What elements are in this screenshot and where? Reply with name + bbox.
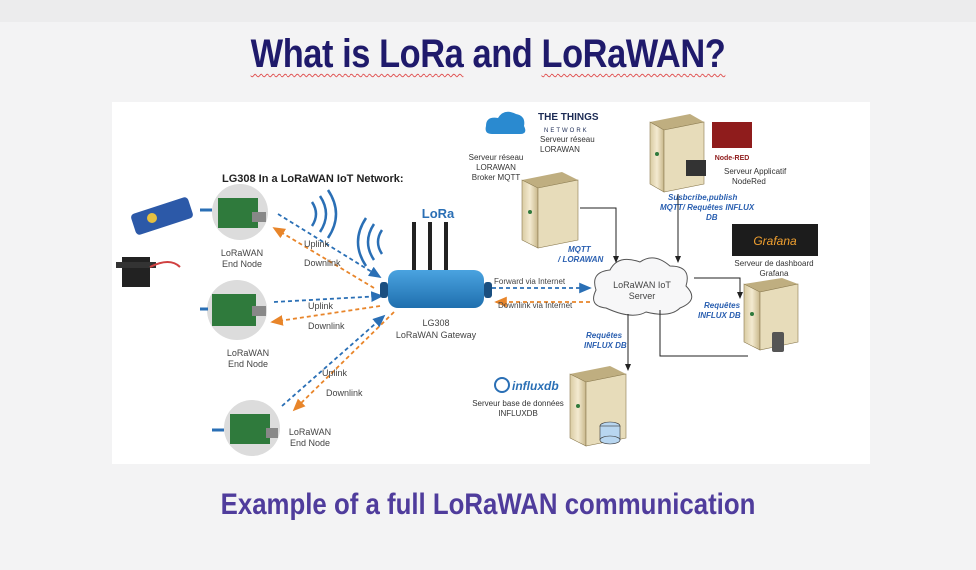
ttn-logo-sub: NETWORK [544, 128, 589, 134]
diagram-panel: LG308 In a LoRaWAN IoT Network: LoRaWAN … [112, 102, 870, 464]
page-title: What is LoRa and LoRaWAN? [250, 32, 726, 76]
ttn-cloud-icon [485, 111, 526, 134]
cloud-label-2: Server [629, 291, 656, 301]
broker-label-1: Serveur réseau [469, 153, 524, 162]
app-server-label-2: NodeRed [732, 177, 766, 186]
db-label-2: INFLUXDB [498, 409, 538, 418]
uplink-label-1: Uplink [304, 239, 330, 249]
uplink-label-3: Uplink [322, 368, 348, 378]
radio-waves-icon [310, 189, 338, 239]
ttn-logo-text: THE THINGS [538, 112, 599, 123]
cloud-shape [593, 257, 693, 316]
app-server-icon [649, 114, 706, 193]
downlink-internet-label: Downlink via Internet [498, 301, 573, 310]
dashboard-server-icon [743, 278, 799, 352]
links [270, 213, 395, 412]
downlink-label-3: Downlink [326, 388, 363, 398]
gateway-sublabel: LoRaWAN Gateway [396, 330, 477, 340]
network-title: LG308 In a LoRaWAN IoT Network: [222, 173, 404, 185]
dashboard-label-1: Serveur de dashboard [734, 259, 813, 268]
influxdb-logo: influxdb [512, 379, 559, 393]
sensor-module-icon [131, 197, 193, 235]
node-2-sublabel: End Node [228, 359, 268, 369]
app-server-label-1: Serveur Applicatif [724, 167, 787, 176]
mqtt-label-2: / LORAWAN [557, 255, 604, 264]
influxdb-icon [494, 377, 510, 393]
grafana-logo: Grafana [753, 234, 797, 248]
node-3-label: LoRaWAN [289, 427, 331, 437]
end-node-3 [212, 400, 280, 456]
forward-label: Forward via Internet [494, 277, 566, 286]
caption: Example of a full LoRaWAN communication [220, 488, 756, 521]
dashboard-label-2: Grafana [760, 269, 789, 278]
req-left-label-1: Requêtes [586, 331, 623, 340]
subscribe-label-1: Susbcribe,publish [668, 193, 737, 202]
lora-badge-bg [418, 202, 458, 222]
lorawan-network-diagram: LG308 In a LoRaWAN IoT Network: LoRaWAN … [116, 111, 818, 456]
mqtt-label-1: MQTT [568, 245, 592, 254]
ttn-server-label-2: LORAWAN [540, 145, 580, 154]
broker-label-2: LORAWAN [476, 163, 516, 172]
subscribe-label-3: DB [706, 213, 718, 222]
req-right-label-2: INFLUX DB [698, 311, 741, 320]
db-dashboard-link [659, 310, 748, 357]
end-node-2 [200, 280, 267, 340]
downlink-label-1: Downlink [304, 258, 341, 268]
gateway-device [380, 214, 492, 308]
node-1-label: LoRaWAN [221, 248, 263, 258]
ttn-server-label-1: Serveur réseau [540, 135, 595, 144]
cloud-label-1: LoRaWAN IoT [613, 280, 671, 290]
broker-server-icon [521, 172, 579, 249]
node-2-label: LoRaWAN [227, 348, 269, 358]
broker-label-3: Broker MQTT [472, 173, 521, 182]
grafana-logo-bg [732, 224, 818, 256]
subscribe-label-2: MQTT/ Requêtes INFLUX [660, 203, 755, 212]
db-label-1: Serveur base de données [472, 399, 564, 408]
lora-badge: LoRa [422, 206, 455, 221]
req-left-label-2: INFLUX DB [584, 341, 627, 350]
broker-cloud-link [580, 207, 619, 263]
req-right-label-1: Requêtes [704, 301, 741, 310]
gateway-radio-waves-icon [356, 217, 384, 267]
uplink-label-2: Uplink [308, 301, 334, 311]
end-node-1 [200, 184, 268, 240]
db-server-icon [569, 366, 627, 447]
node-3-sublabel: End Node [290, 438, 330, 448]
cloud-dashboard-link [694, 277, 743, 299]
downlink-label-2: Downlink [308, 321, 345, 331]
gateway-name: LG308 [422, 318, 449, 328]
node-1-sublabel: End Node [222, 259, 262, 269]
nodered-logo-bg [712, 122, 752, 148]
nodered-logo: Node-RED [715, 155, 750, 162]
servo-icon [116, 257, 181, 287]
background-band [0, 0, 976, 22]
